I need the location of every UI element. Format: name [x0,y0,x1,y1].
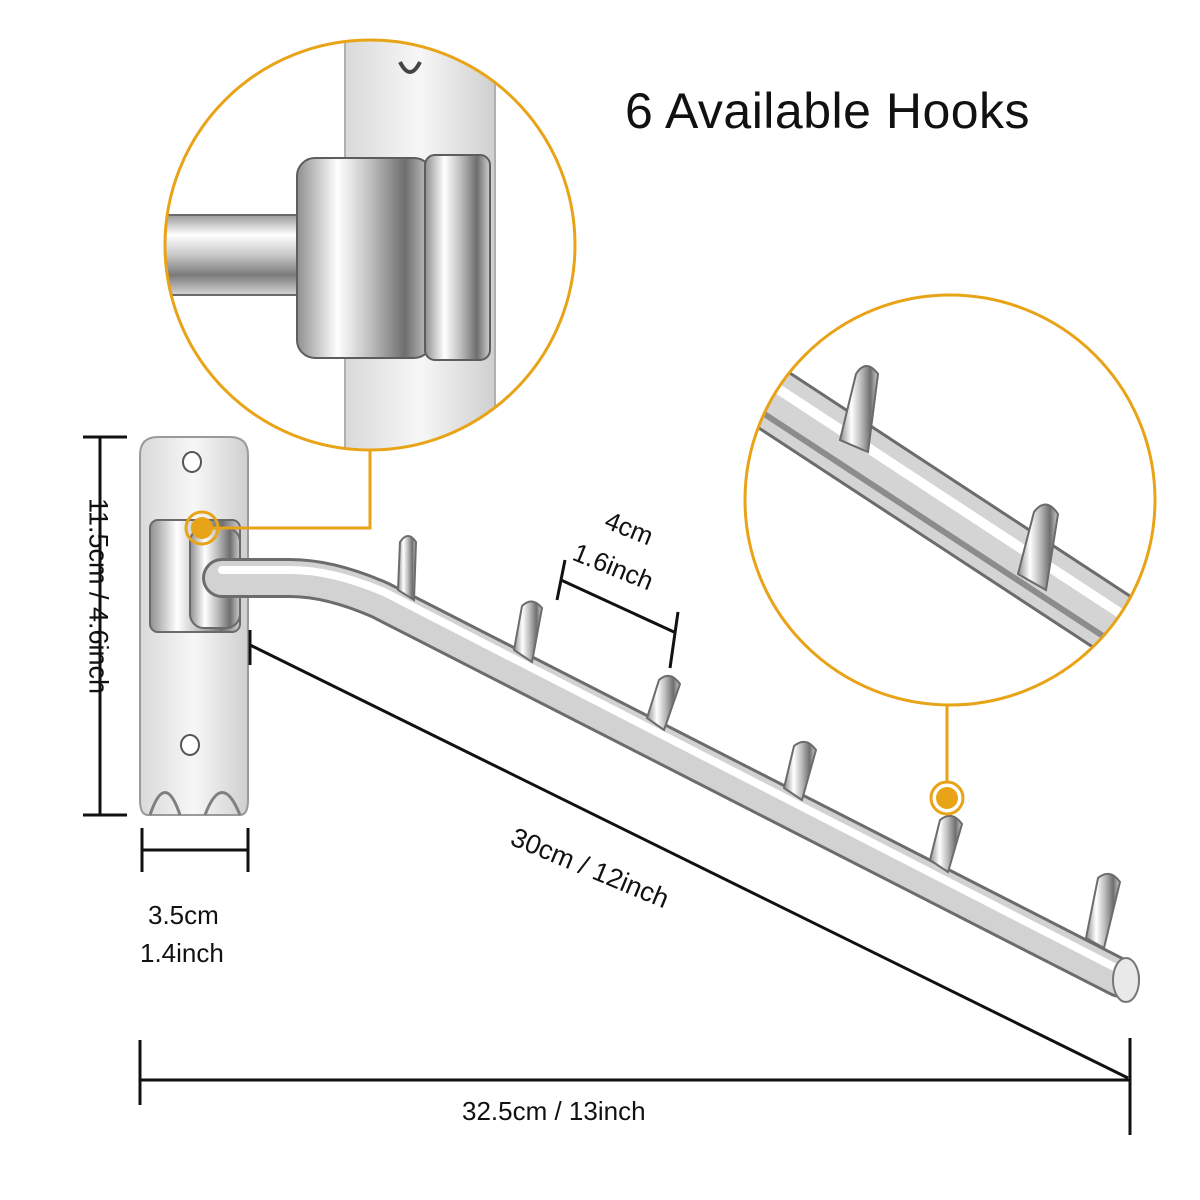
screw-hole-bottom [180,734,200,756]
hanger [139,436,1140,1003]
callout-peg [929,705,965,816]
dim-line-arm [249,643,1129,1080]
arm-end-cap [1112,957,1140,1003]
plate-hook-notch [148,791,242,816]
zoom-peg [1016,503,1060,592]
base-width-cm-label: 3.5cm [148,900,219,930]
hook-peg [645,674,682,732]
dimension-lines [83,435,1132,1135]
callout-hinge [184,450,372,546]
height-dimension-label: 11.5cm / 4.6inch [83,497,114,695]
hook-peg [512,600,544,664]
screw-hole-top [182,451,202,473]
hook-peg [1084,872,1122,950]
zoom-peg [838,365,880,454]
callout-dot [929,780,965,816]
hook-peg [782,740,818,802]
hook-peg [928,814,964,874]
callout-dot [184,510,220,546]
arm-highlight [218,566,1124,974]
zoom-circle-hinge [163,38,577,452]
zoom-hinge-barrel [424,154,491,361]
arm-body [205,561,1137,995]
zoom-circle-pegs [743,293,1157,707]
hooks [396,535,1122,950]
zoom-joint [296,157,433,359]
zoom-rod [745,352,1155,686]
zoom-screw-hole [398,61,422,74]
base-width-inch-label: 1.4inch [140,938,224,968]
dim-line-hook-spacing [560,578,675,634]
hook-peg [396,535,418,602]
page-title: 6 Available Hooks [625,83,1031,139]
total-length-label: 32.5cm / 13inch [462,1096,646,1126]
